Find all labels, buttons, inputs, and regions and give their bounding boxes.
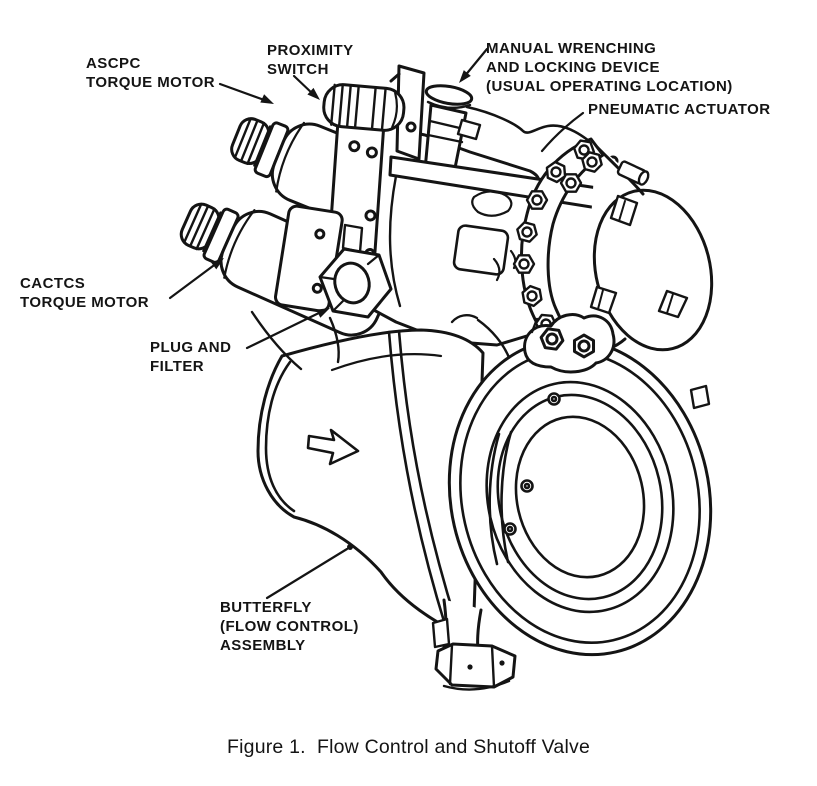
arrowhead-ascpc [260,94,274,104]
plug-and-filter [318,223,393,319]
leader-plug [245,309,325,350]
disc-bolt [520,479,534,493]
drum-face-tab [609,194,639,227]
arrowhead-cactcs [210,258,224,270]
label-plug-and-filter: PLUG AND FILTER [150,339,232,375]
leader-manual [462,47,489,79]
leader-cactcs [168,261,219,300]
flange-fitting [616,160,650,186]
leader-butterfly-dot [347,544,353,550]
label-ascpc-torque-motor: ASCPC TORQUE MOTOR [86,55,216,91]
arrowhead-proximity [307,87,320,100]
flow-arrow-icon [306,428,360,466]
drum-face-tab [657,289,689,319]
leader-pneumatic [540,111,585,153]
shaft-boss [523,313,616,374]
figure-caption: Figure 1. Flow Control and Shutoff Valve [227,736,590,758]
body-weld-seam [387,329,458,630]
label-cactcs-torque-motor: CACTCS TORQUE MOTOR [20,275,150,311]
pneumatic-actuator-drum [582,142,714,358]
label-pneumatic-actuator: PNEUMATIC ACTUATOR [588,101,771,118]
leader-butterfly [265,547,349,600]
label-proximity-switch: PROXIMITY SWITCH [267,42,354,78]
arrowhead-manual [459,70,471,83]
disc-bolt [547,392,561,406]
label-manual-wrenching-device: MANUAL WRENCHING AND LOCKING DEVICE (USU… [486,40,733,95]
drain-fitting [431,598,517,691]
callout-leaders [168,47,585,600]
flange-bolts [512,139,650,335]
manual-wrenching-device [423,84,482,180]
label-butterfly-assembly: BUTTERFLY (FLOW CONTROL) ASSEMBLY [220,599,359,654]
drum-face-tab [589,285,618,315]
arrowhead-plug [316,308,330,318]
leader-ascpc [218,82,269,103]
butterfly-disc [488,392,561,566]
proximity-switch [322,83,406,132]
disc-bolt [503,522,517,536]
ring-side-tab [689,384,711,410]
